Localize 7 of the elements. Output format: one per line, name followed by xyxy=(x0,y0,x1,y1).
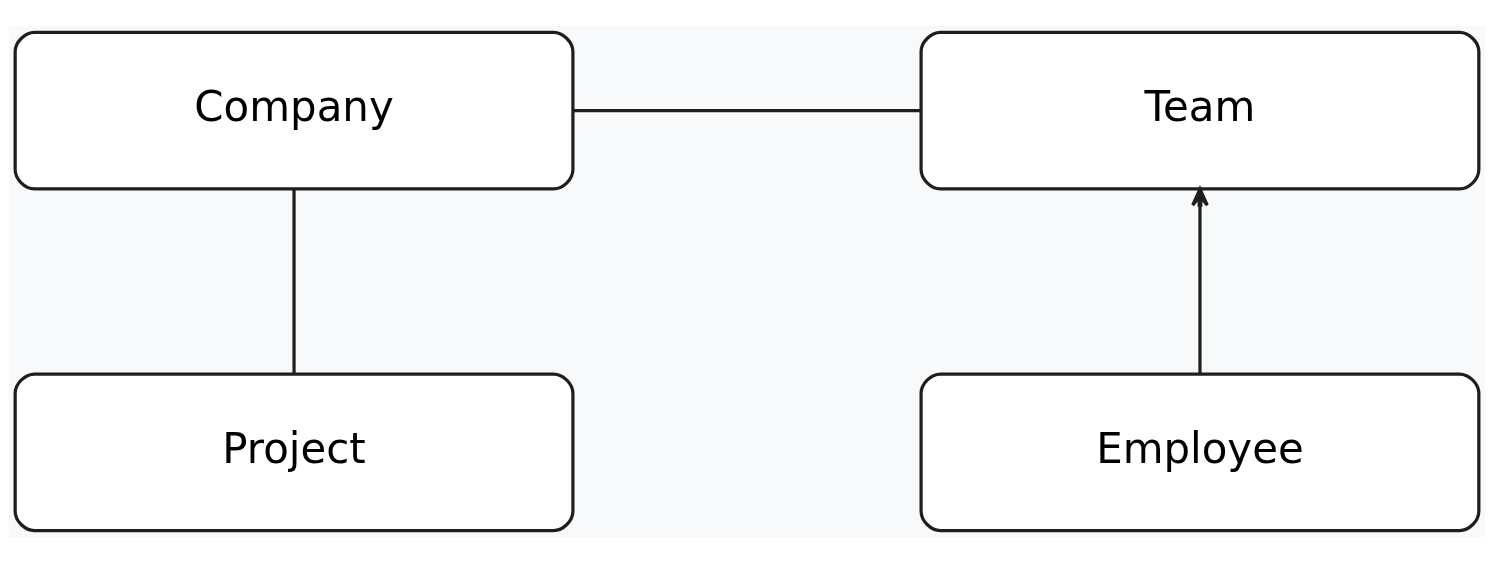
node-box: Company xyxy=(13,30,575,191)
connector xyxy=(573,109,921,113)
connector xyxy=(292,189,296,374)
node-box: Employee xyxy=(919,372,1481,533)
arrow xyxy=(1191,187,1209,374)
node-box: Project xyxy=(13,372,575,533)
node-box: Team xyxy=(919,30,1481,191)
